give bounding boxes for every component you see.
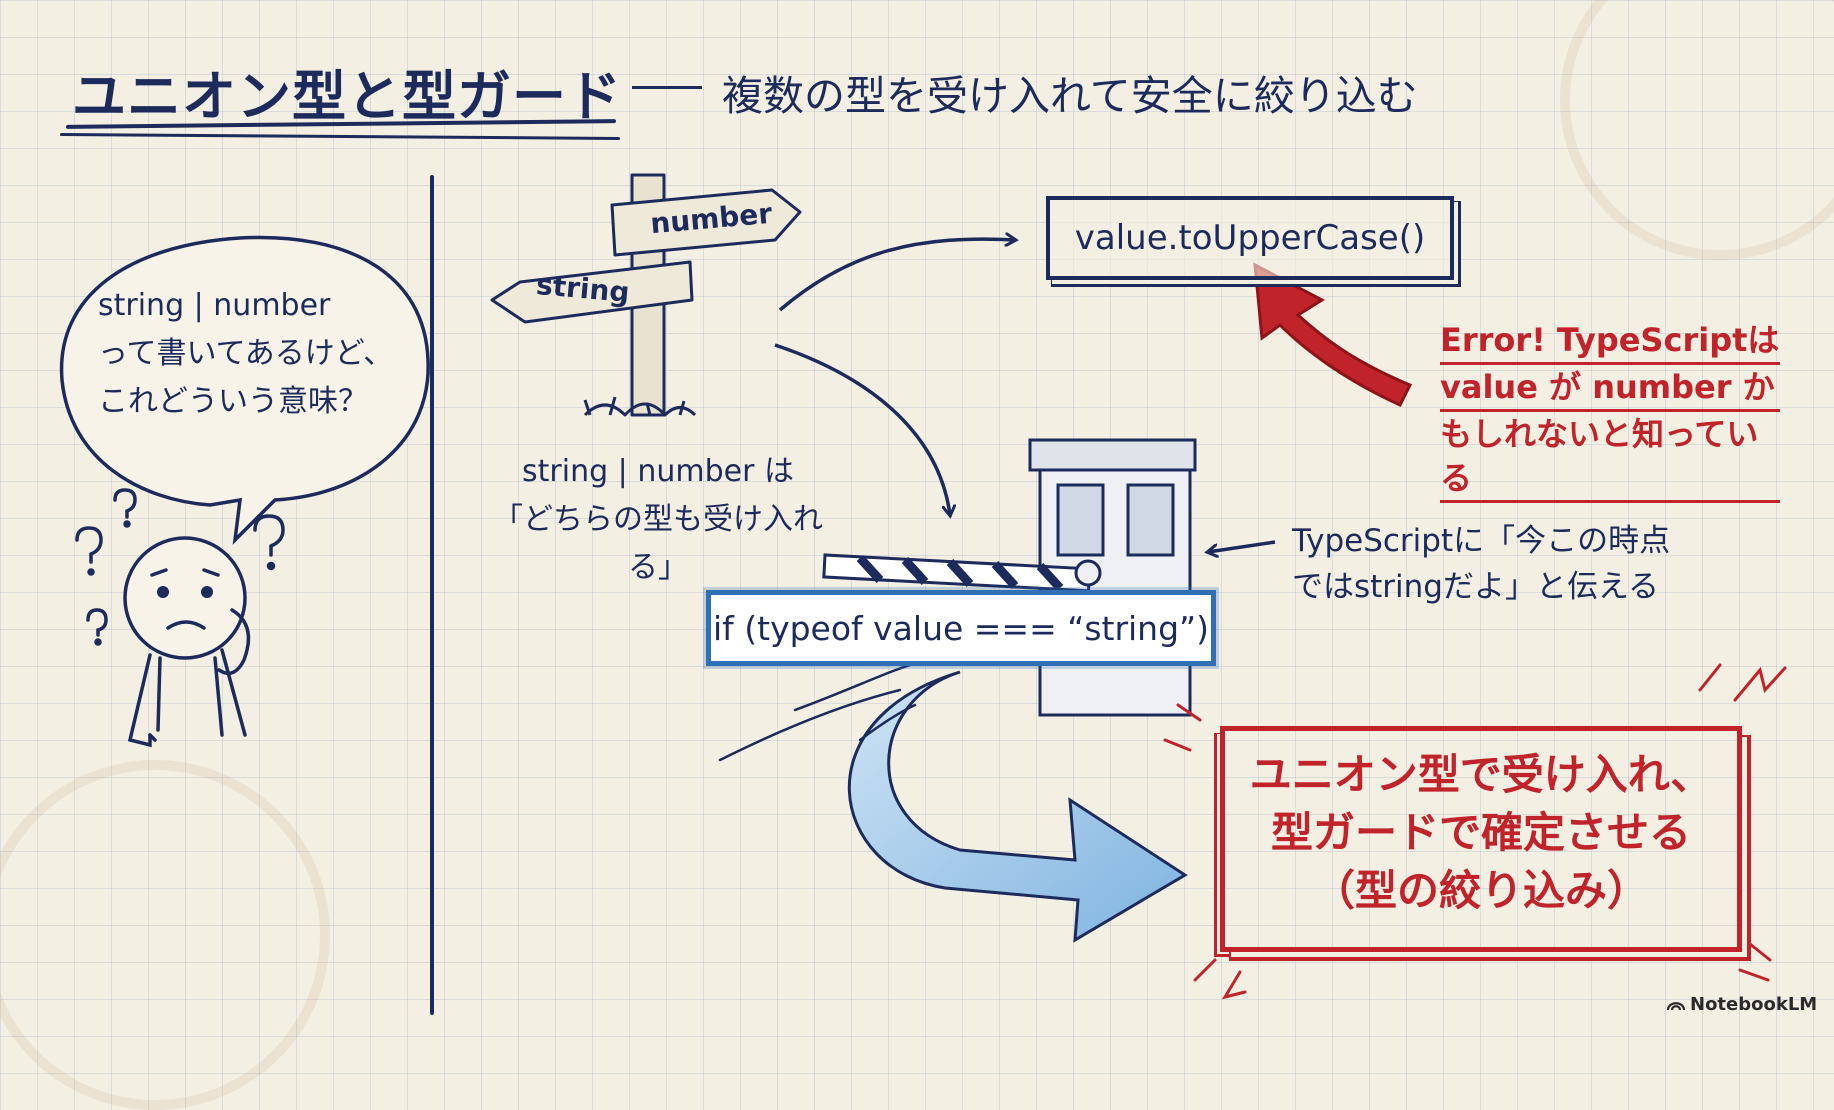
type-guard-note-line-2: ではstringだよ」と伝える <box>1292 569 1660 605</box>
notebooklm-logo-icon <box>1666 1002 1686 1011</box>
bubble-line-3: これどういう意味？ <box>98 384 368 419</box>
type-guard-note-line-1: TypeScriptに「今この時点 <box>1292 523 1671 559</box>
page-title: ユニオン型と型ガード <box>72 65 622 128</box>
error-arrow-icon <box>1253 262 1413 407</box>
arrow-note-pointer <box>1208 540 1276 552</box>
narrowing-arrow-icon <box>847 670 1188 943</box>
coffee-ring-top-right <box>1560 0 1834 260</box>
signpost-caption: string | number は 「どちらの型も受け入れる」 <box>488 448 828 592</box>
conclusion-line-2: 型ガードで確定させる <box>1270 808 1691 857</box>
error-note-line-3: もしれないと知っている <box>1440 412 1780 503</box>
emphasis-burst-icon <box>1163 663 1787 1000</box>
confused-person-icon <box>123 536 251 748</box>
conclusion-box <box>1220 726 1742 952</box>
speech-bubble <box>59 235 430 545</box>
barrier-arm-icon <box>822 553 1102 593</box>
sign-string-label: string <box>535 268 631 309</box>
conclusion-text: ユニオン型で受け入れ、 型ガードで確定させる （型の絞り込み） <box>1220 746 1742 920</box>
bubble-line-1: string | number <box>98 288 331 323</box>
signpost-caption-line-2: 「どちらの型も受け入れる」 <box>493 502 823 585</box>
type-guard-note: TypeScriptに「今この時点 ではstringだよ」と伝える <box>1292 518 1712 610</box>
speech-bubble-text: string | number って書いてあるけど、 これどういう意味？ <box>98 282 418 426</box>
arrow-to-error <box>778 239 1015 312</box>
brand-label: NotebookLM <box>1690 994 1818 1015</box>
error-note-line-2: value が number か <box>1440 365 1780 412</box>
error-note: Error! TypeScriptは value が number か もしれな… <box>1440 318 1780 503</box>
arrow-to-typeguard <box>774 343 950 515</box>
type-guard-code-box: if (typeof value === “string”) <box>706 590 1216 666</box>
code-box-upper: value.toUpperCase() <box>1046 196 1454 280</box>
signpost-icon <box>490 173 802 417</box>
title-dash <box>632 86 702 89</box>
question-marks-icon <box>75 488 285 646</box>
section-divider <box>430 175 434 1015</box>
error-note-line-1: Error! TypeScriptは <box>1440 318 1780 365</box>
conclusion-line-1: ユニオン型で受け入れ、 <box>1249 750 1713 799</box>
signpost-caption-line-1: string | number は <box>522 454 794 489</box>
bubble-line-2: って書いてあるけど、 <box>98 336 394 371</box>
page-subtitle: 複数の型を受け入れて安全に絞り込む <box>722 72 1418 120</box>
conclusion-line-3: （型の絞り込み） <box>1312 866 1649 915</box>
